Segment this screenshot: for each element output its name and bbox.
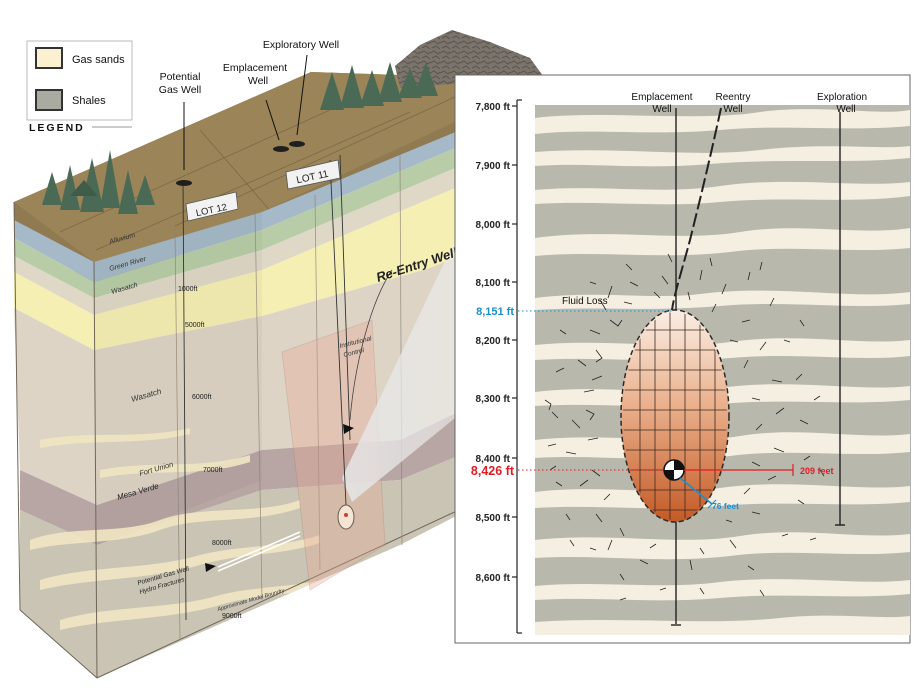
inset-emplacement-label-2: Well [652,104,671,115]
inset-exploration-label-1: Exploration [817,92,867,103]
chimney-radius-label: 76 feet [712,501,739,511]
exploratory-well-label: Exploratory Well [263,39,339,51]
rock-outcrop [395,30,546,88]
inset-exploration-label-2: Well [836,104,855,115]
legend: Gas sands Shales LEGEND [26,40,133,134]
inset-reentry-label-2: Well [723,104,742,115]
depth-axis [512,99,522,634]
depth-8000ft: 8000ft [212,540,232,547]
depth-tick-8600: 8,600 ft [476,573,511,584]
lot-sign-12 [185,191,239,222]
reentry-well-bore [671,107,722,311]
depth-highlight-8426: 8,426 ft [471,464,515,478]
depth-5000ft: 5000ft [185,322,205,329]
emplacement-well-label-1: Emplacement [223,62,287,74]
depth-tick-7900: 7,900 ft [476,161,511,172]
depth-1000ft: 1000ft [178,286,198,293]
depth-highlight-8151: 8,151 ft [476,306,514,318]
depth-7000ft: 7000ft [203,467,223,474]
chimney-radius-line [679,477,713,505]
block-diagram [13,30,546,679]
legend-swatch-gas-sands [35,47,63,69]
emplacement-well-label-2: Well [248,75,268,87]
callout-beam [342,240,455,502]
depth-tick-8200: 8,200 ft [476,336,511,347]
tree-cluster [42,62,438,214]
fracture-network [544,253,825,601]
institutional-control-zone [281,319,386,591]
inset-panel: 7,800 ft 7,900 ft 8,000 ft 8,100 ft 8,20… [454,74,911,644]
inset-emplacement-label-1: Emplacement [631,92,692,103]
fracture-radius-label: 209 feet [800,466,834,476]
depth-tick-8400: 8,400 ft [476,454,511,465]
depth-tick-8000: 8,000 ft [476,220,511,231]
potential-gas-well-label-1: Potential [160,71,201,83]
depth-tick-8500: 8,500 ft [476,513,511,524]
legend-label-shales: Shales [72,95,106,107]
fluid-loss-label: Fluid Loss [562,296,608,307]
institutional-control-label-2: Control [343,347,366,359]
legend-label-gas-sands: Gas sands [72,54,125,66]
legend-swatch-shales [35,89,63,111]
depth-tick-labels: 7,800 ft 7,900 ft 8,000 ft 8,100 ft 8,20… [471,102,515,584]
rubble-chimney [620,309,730,523]
inset-reentry-label-1: Reentry [715,92,750,103]
depth-tick-7800: 7,800 ft [476,102,511,113]
depth-9000ft: 9000ft [222,613,242,620]
legend-title: LEGEND [29,122,85,134]
potential-gas-well-label-2: Gas Well [159,84,201,96]
depth-6000ft: 6000ft [192,394,212,401]
lot-sign-11 [285,159,341,190]
depth-tick-8300: 8,300 ft [476,394,511,405]
depth-tick-8100: 8,100 ft [476,278,511,289]
